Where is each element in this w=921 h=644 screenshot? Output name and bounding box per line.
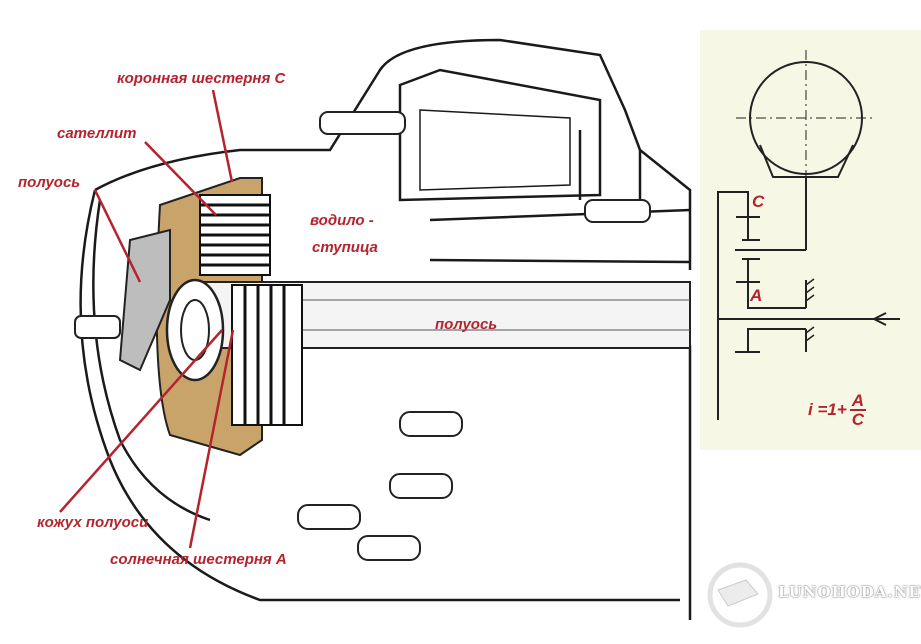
- label-half-axle-shaft: полуось: [435, 316, 498, 333]
- label-carrier-1: водило -: [310, 212, 374, 229]
- scheme-panel: [700, 30, 921, 450]
- scheme-label-a: A: [750, 286, 763, 305]
- label-sun-gear: солнечная шестерня А: [110, 551, 287, 568]
- shaft-lines: [240, 299, 690, 331]
- label-axle-housing: кожух полуоси: [37, 514, 149, 531]
- wheel-studs: [74, 111, 651, 561]
- formula-left: i =1+: [808, 400, 847, 419]
- label-carrier-2: ступица: [312, 239, 378, 256]
- kinematic-scheme: [717, 50, 900, 420]
- formula-fraction: A C: [849, 391, 867, 429]
- ratio-formula: i =1+ A C: [808, 391, 867, 429]
- leader-lines: [59, 89, 235, 549]
- scheme-label-c: C: [752, 192, 765, 211]
- label-planet: сателлит: [57, 125, 137, 142]
- axle-housing-nut: [165, 278, 225, 382]
- label-half-axle-left: полуось: [18, 174, 81, 191]
- label-ring-gear: коронная шестерня С: [117, 70, 286, 87]
- sun-gear: [231, 284, 303, 426]
- planet-gear: [199, 194, 271, 276]
- formula-denominator: C: [851, 410, 865, 429]
- watermark-text: LUNOHODA.NET: [778, 583, 921, 601]
- formula-numerator: A: [849, 391, 867, 411]
- hub-housing: [79, 38, 692, 620]
